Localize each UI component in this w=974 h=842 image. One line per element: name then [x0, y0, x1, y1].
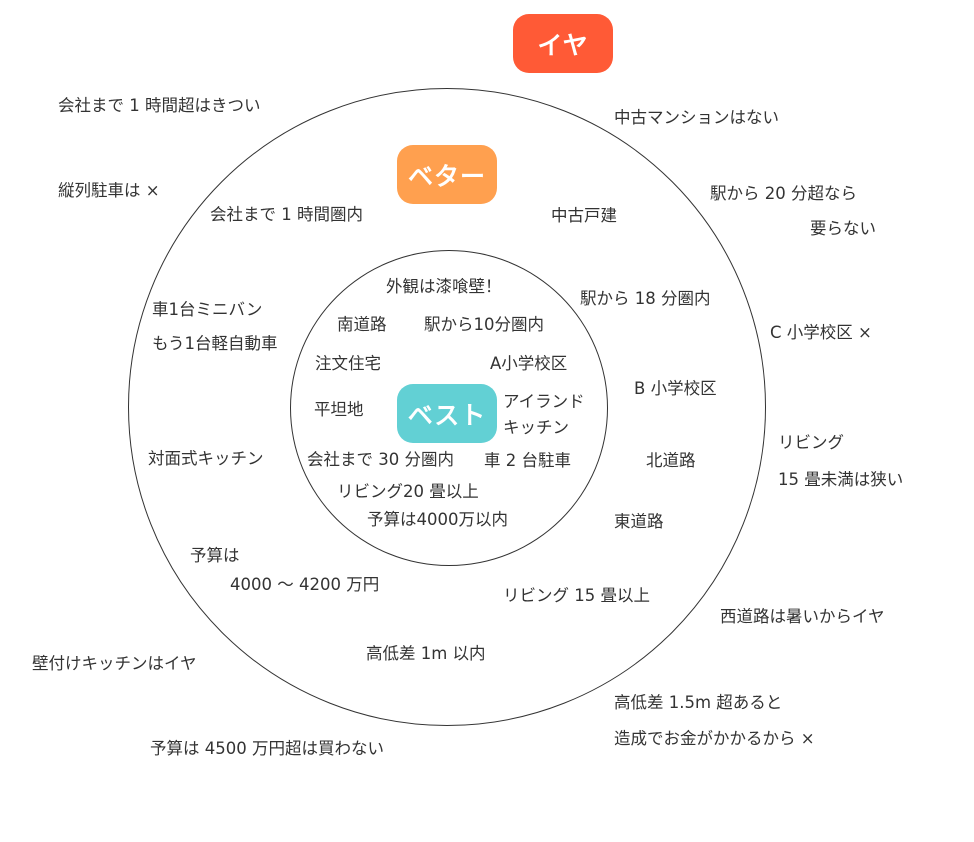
middle-item: 中古戸建 — [551, 206, 617, 225]
outer-item: 予算は 4500 万円超は買わない — [150, 739, 384, 758]
middle-item: 高低差 1m 以内 — [366, 644, 486, 663]
outer-item: C 小学校区 × — [770, 323, 872, 342]
middle-item: もう1台軽自動車 — [152, 334, 278, 353]
inner-item: 注文住宅 — [315, 354, 381, 373]
inner-item: 南道路 — [337, 315, 387, 334]
badge-worst: イヤ — [513, 14, 613, 73]
outer-item: 縦列駐車は × — [58, 181, 160, 200]
middle-item: リビング 15 畳以上 — [503, 586, 650, 605]
outer-item: リビング — [778, 433, 844, 452]
middle-item: 対面式キッチン — [148, 449, 264, 468]
inner-circle-best — [290, 250, 608, 566]
inner-item: 予算は4000万以内 — [367, 510, 508, 529]
middle-item: 会社まで 1 時間圏内 — [210, 205, 363, 224]
inner-item: キッチン — [503, 418, 569, 437]
middle-item: 予算は — [190, 546, 240, 565]
inner-item: 会社まで 30 分圏内 — [307, 450, 454, 469]
inner-item: アイランド — [503, 392, 585, 411]
badge-best: ベスト — [397, 384, 497, 443]
middle-item: 北道路 — [646, 451, 696, 470]
middle-item: 4000 〜 4200 万円 — [230, 575, 380, 594]
inner-item: 平坦地 — [314, 400, 364, 419]
inner-item: リビング20 畳以上 — [337, 482, 479, 501]
outer-circle-better — [128, 88, 766, 726]
middle-item: 車1台ミニバン — [152, 300, 263, 319]
outer-item: 駅から 20 分超なら — [710, 184, 857, 203]
outer-item: 壁付けキッチンはイヤ — [32, 654, 197, 673]
inner-item: 車 2 台駐車 — [484, 451, 571, 470]
outer-item: 西道路は暑いからイヤ — [720, 607, 885, 626]
outer-item: 中古マンションはない — [614, 108, 779, 127]
inner-item: A小学校区 — [490, 354, 568, 373]
middle-item: 東道路 — [614, 512, 664, 531]
middle-item: B 小学校区 — [634, 379, 717, 398]
outer-item: 要らない — [810, 219, 876, 238]
inner-item: 駅から10分圏内 — [424, 315, 544, 334]
inner-item: 外観は漆喰壁！ — [386, 277, 502, 296]
outer-item: 15 畳未満は狭い — [778, 470, 904, 489]
badge-better: ベター — [397, 145, 497, 204]
outer-item: 造成でお金がかかるから × — [614, 729, 815, 748]
outer-item: 高低差 1.5m 超あると — [614, 693, 783, 712]
middle-item: 駅から 18 分圏内 — [580, 289, 711, 308]
outer-item: 会社まで 1 時間超はきつい — [58, 96, 261, 115]
